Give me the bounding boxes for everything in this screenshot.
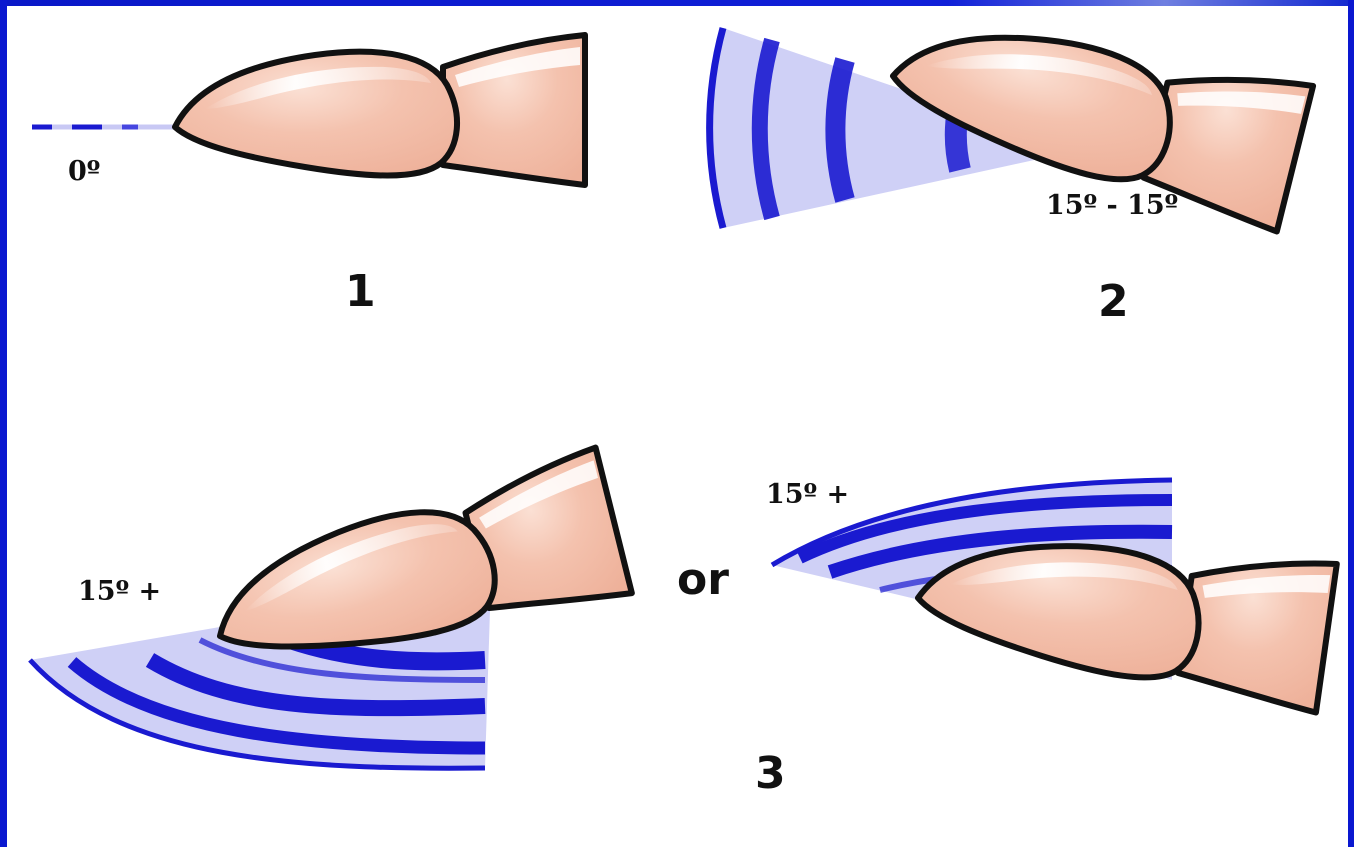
- panel2-angle-label: 15º - 15º: [1046, 190, 1178, 221]
- panel-2: [710, 0, 1313, 231]
- panel-3-left: [30, 448, 632, 769]
- panel3-number: 3: [755, 748, 786, 799]
- panel-1: [32, 35, 585, 185]
- or-label: or: [677, 554, 729, 605]
- panel1-angle-label: 0º: [68, 156, 100, 187]
- panel-3-right: [772, 480, 1337, 712]
- finger-shape: [175, 35, 585, 185]
- panel3a-angle-label: 15º +: [78, 576, 161, 607]
- panel2-number: 2: [1098, 276, 1129, 327]
- panel3b-angle-label: 15º +: [766, 479, 849, 510]
- panel1-number: 1: [345, 266, 376, 317]
